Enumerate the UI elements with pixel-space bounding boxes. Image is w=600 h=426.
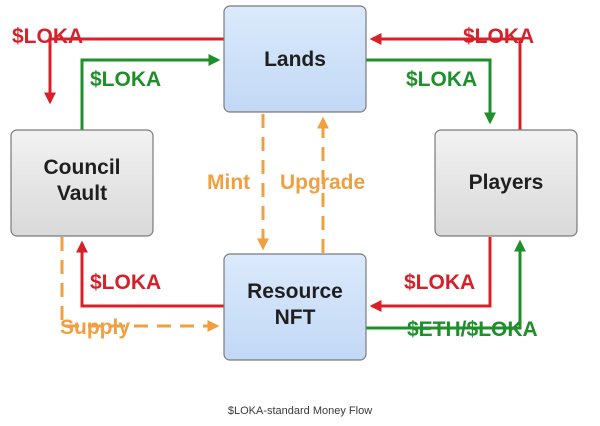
label-loka-bottom-right: $LOKA xyxy=(404,271,475,294)
edge-council-to-lands-green xyxy=(80,54,221,130)
node-council-label-line2: Vault xyxy=(57,182,107,205)
node-council-label-line1: Council xyxy=(44,156,121,179)
label-supply: Supply xyxy=(60,316,130,339)
edge-lands-to-players-green xyxy=(366,58,496,125)
node-lands: Lands xyxy=(223,5,367,113)
node-players-label: Players xyxy=(469,171,544,194)
node-players: Players xyxy=(434,129,578,237)
edge-lands-to-council-red xyxy=(44,37,224,105)
label-loka-bottom-left: $LOKA xyxy=(90,271,161,294)
figure-caption: $LOKA-standard Money Flow xyxy=(227,405,373,417)
edge-resource-to-council-red xyxy=(76,240,224,308)
node-resource-label-line2: NFT xyxy=(275,306,316,329)
edge-players-to-resource-red xyxy=(369,237,492,312)
label-eth-loka: $ETH/$LOKA xyxy=(407,318,538,341)
label-mint: Mint xyxy=(207,171,250,194)
label-loka-top-left-green: $LOKA xyxy=(90,68,161,91)
node-council-vault: Council Vault xyxy=(10,129,154,237)
label-loka-top-right: $LOKA xyxy=(463,25,534,48)
edge-players-to-lands-red xyxy=(369,33,522,130)
node-resource-nft: Resource NFT xyxy=(223,253,367,361)
edge-resource-to-players-green xyxy=(366,239,526,330)
node-resource-label-line1: Resource xyxy=(247,280,343,303)
node-lands-label: Lands xyxy=(264,48,326,71)
label-loka-top-left: $LOKA xyxy=(12,25,83,48)
label-loka-top-right-green: $LOKA xyxy=(406,68,477,91)
edge-supply xyxy=(60,237,220,332)
label-upgrade: Upgrade xyxy=(280,171,365,194)
